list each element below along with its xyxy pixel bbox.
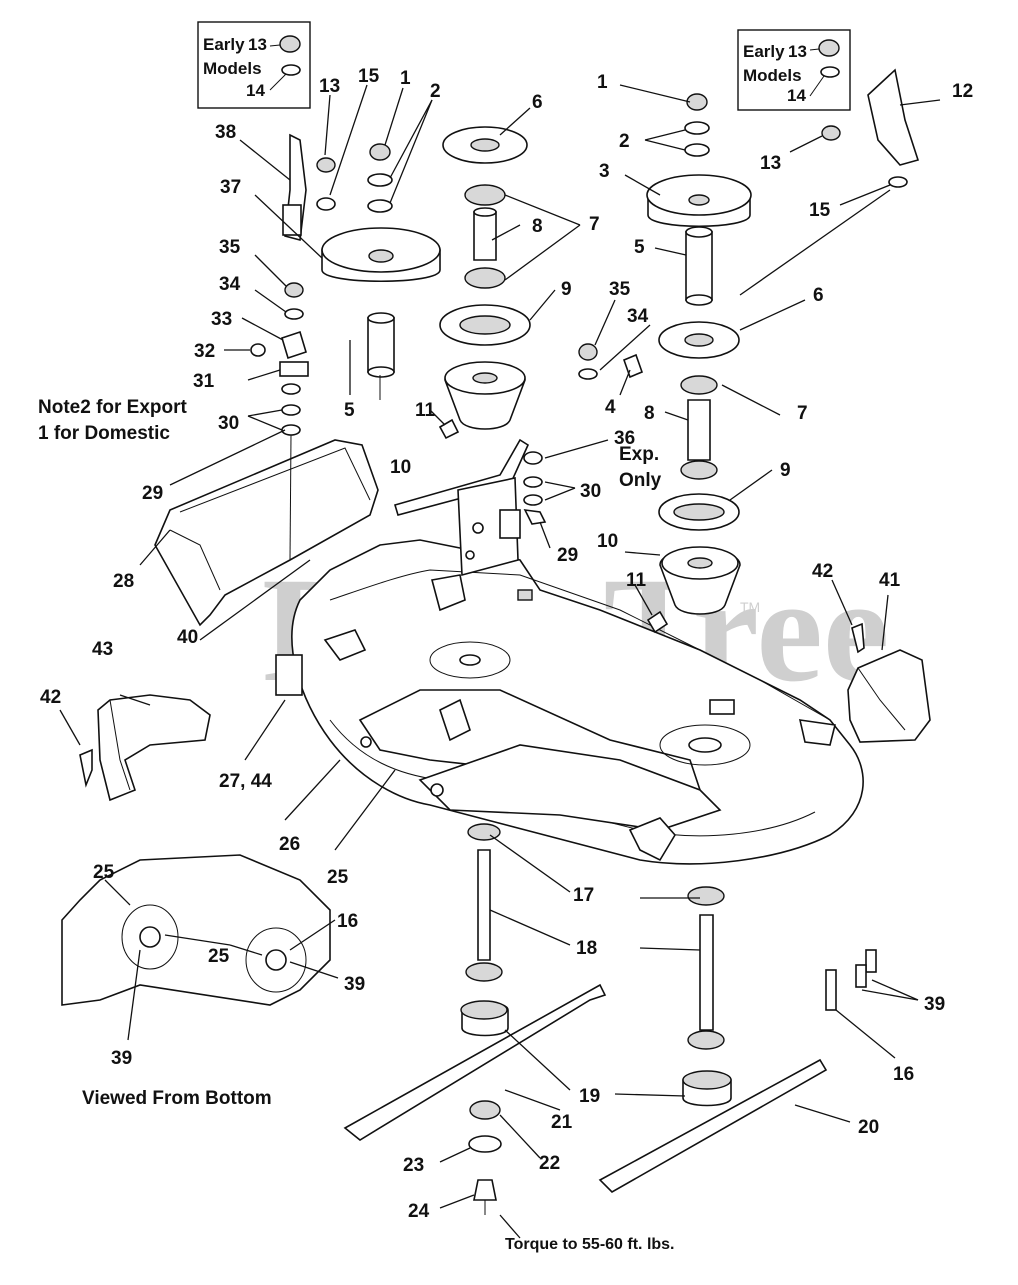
right-chute-shield: [847, 622, 931, 743]
callout-2-right: 2: [619, 131, 630, 152]
callout-11-right: 11: [626, 570, 647, 591]
callout-33: 33: [211, 309, 232, 330]
callout-42-right: 42: [812, 561, 833, 582]
callout-9-right: 9: [780, 460, 791, 481]
callout-38: 38: [215, 122, 236, 143]
left-spindle-stack: [321, 143, 441, 400]
callout-21: 21: [551, 1112, 573, 1133]
callout-23: 23: [403, 1155, 424, 1176]
callout-19: 19: [579, 1086, 600, 1107]
callout-15: 15: [358, 66, 380, 87]
callout-22: 22: [539, 1153, 560, 1174]
callout-13-right: 13: [760, 153, 781, 174]
callout-8: 8: [532, 216, 543, 237]
callout-1-right: 1: [597, 72, 608, 93]
callout-1: 1: [400, 68, 411, 89]
inset-right-line1: Early: [743, 42, 785, 61]
callout-10-right: 10: [597, 531, 618, 552]
callout-34-right: 34: [627, 306, 649, 327]
callout-16-bottom: 16: [337, 911, 358, 932]
callout-41: 41: [879, 570, 901, 591]
callout-35-right: 35: [609, 279, 631, 300]
callout-6-right: 6: [813, 285, 824, 306]
callout-5: 5: [344, 400, 355, 421]
center-spindle-stack: [438, 126, 531, 440]
callout-12: 12: [952, 81, 973, 102]
note-export-line1: Note2 for Export: [38, 397, 188, 418]
callout-27-44: 27, 44: [219, 771, 272, 792]
right-hardware: [523, 68, 920, 525]
inset-left-line2: Models: [203, 59, 262, 78]
callout-20: 20: [858, 1117, 879, 1138]
left-hardware: [250, 133, 336, 561]
callout-39-right: 39: [924, 994, 945, 1015]
mower-deck: [275, 539, 864, 865]
bottom-view: [61, 854, 331, 1006]
callout-25: 25: [327, 867, 349, 888]
callout-4: 4: [605, 397, 616, 418]
callout-37: 37: [220, 177, 241, 198]
callout-25-bottom: 25: [93, 862, 115, 883]
lower-left-spindle: [343, 823, 607, 1215]
callout-28: 28: [113, 571, 134, 592]
inset-box-right: Early 13 Models 14: [737, 29, 851, 111]
callout-10: 10: [390, 457, 411, 478]
note-viewed-from-bottom: Viewed From Bottom: [82, 1088, 272, 1109]
callout-30-right: 30: [580, 481, 601, 502]
callout-43: 43: [92, 639, 113, 660]
callout-30: 30: [218, 413, 239, 434]
callout-9: 9: [561, 279, 572, 300]
note-export-line2: 1 for Domestic: [38, 423, 170, 444]
callout-36: 36: [614, 428, 635, 449]
callout-39-bottom-left: 39: [111, 1048, 132, 1069]
callout-17: 17: [573, 885, 594, 906]
callout-40: 40: [177, 627, 198, 648]
callout-15-right: 15: [809, 200, 831, 221]
callout-13: 13: [319, 76, 340, 97]
callout-31: 31: [193, 371, 215, 392]
inset-right-num-a: 13: [788, 42, 807, 61]
callout-5-right: 5: [634, 237, 645, 258]
lower-right-spindle: [598, 886, 828, 1193]
inset-left-num-a: 13: [248, 35, 267, 54]
callout-26: 26: [279, 834, 300, 855]
inset-right-num-b: 14: [787, 86, 806, 105]
callout-2: 2: [430, 81, 441, 102]
callout-34: 34: [219, 274, 241, 295]
callout-39-bottom-right: 39: [344, 974, 365, 995]
notes: Note2 for Export 1 for Domestic Exp. Onl…: [38, 397, 675, 1253]
left-chute-shield: [79, 694, 211, 802]
belt-cover: [154, 439, 379, 627]
callout-29-right: 29: [557, 545, 578, 566]
callout-7-right: 7: [797, 403, 808, 424]
callout-7: 7: [589, 214, 600, 235]
callouts: 13 15 1 2 6 38 37 8 7 35 34 9 33 32 31 5…: [40, 66, 973, 1222]
note-exp-only-line1: Exp.: [619, 444, 659, 465]
callout-24: 24: [408, 1201, 430, 1222]
leader-lines: [59, 84, 941, 1239]
callout-35: 35: [219, 237, 241, 258]
inset-right-line2: Models: [743, 66, 802, 85]
idler-arm: [394, 438, 530, 577]
callout-16-right: 16: [893, 1064, 914, 1085]
inset-left-line1: Early: [203, 35, 245, 54]
inset-box-left: Early 13 Models 14: [197, 21, 311, 109]
right-spindle-stack: [646, 93, 752, 634]
callout-11: 11: [415, 400, 436, 421]
callout-6: 6: [532, 92, 543, 113]
callout-32: 32: [194, 341, 215, 362]
lower-right-bolts: [825, 949, 877, 1011]
callout-29: 29: [142, 483, 163, 504]
callout-8-right: 8: [644, 403, 655, 424]
inset-left-num-b: 14: [246, 81, 265, 100]
callout-25-bottom-center: 25: [208, 946, 230, 967]
watermark-trademark: TM: [740, 599, 760, 615]
callout-42: 42: [40, 687, 61, 708]
callout-3: 3: [599, 161, 610, 182]
callout-18: 18: [576, 938, 597, 959]
note-exp-only-line2: Only: [619, 470, 662, 491]
note-torque: Torque to 55-60 ft. lbs.: [505, 1236, 675, 1253]
